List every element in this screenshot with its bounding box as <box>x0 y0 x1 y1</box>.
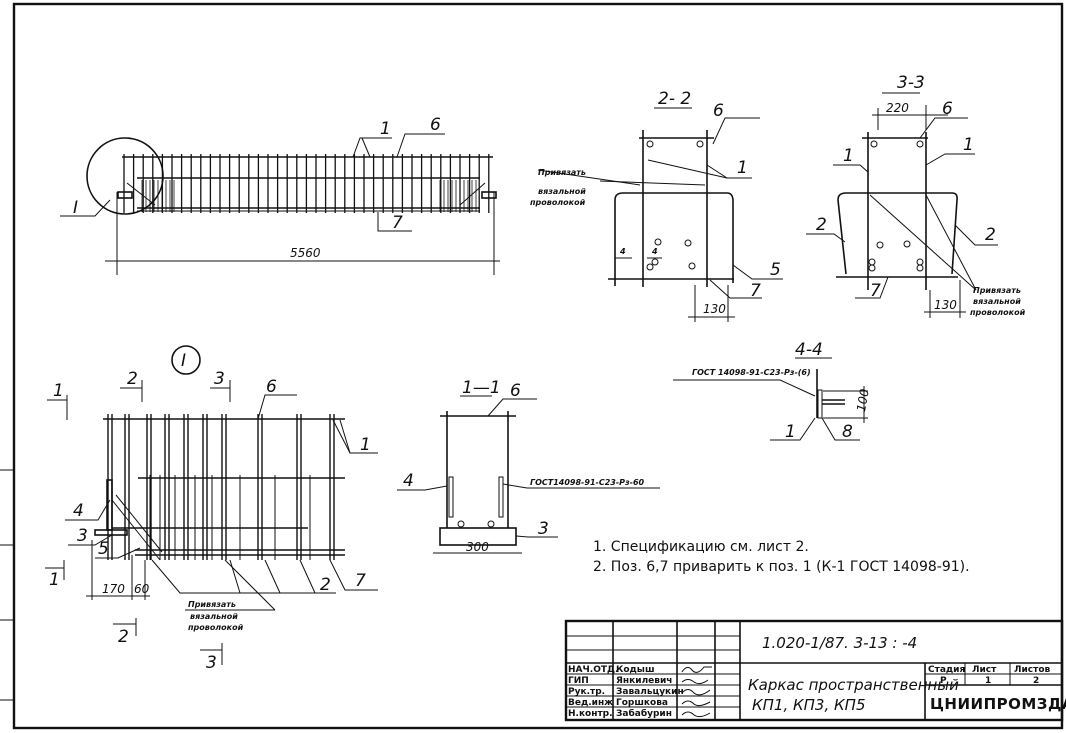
tie-note-line3: проволокой <box>530 198 586 207</box>
person-name: Завальцукин <box>616 687 684 697</box>
label-bar-7: 7 <box>750 281 761 301</box>
label-bar-6: 6 <box>266 377 277 397</box>
section-1-1: 1—1 6 4 ГОСТ14098-91-С23-Рз-60 3 300 <box>397 378 660 554</box>
section-4-4: 4-4 ГОСТ 14098-91-С23-Рз-(6) 100 1 8 <box>673 340 872 442</box>
tie-note-line3: проволокой <box>970 308 1026 317</box>
tie-note-line1: Привязать <box>973 286 1021 295</box>
label-bar-7: 7 <box>355 571 366 591</box>
label-bar-6: 6 <box>713 101 724 121</box>
tie-note-line3: проволокой <box>188 623 244 632</box>
product-title: Каркас пространственный <box>748 676 959 694</box>
person-name: Забабурин <box>616 708 672 719</box>
tie-note-line2: вязальной <box>538 187 586 196</box>
person-name: Горшкова <box>616 698 668 708</box>
dimension-170: 170 <box>102 582 125 596</box>
left-margin-boxes <box>0 469 14 701</box>
sheets-value: 2 <box>1033 676 1039 686</box>
label-bar-1: 1 <box>737 158 748 178</box>
role-label: Рук.тр. <box>568 687 605 697</box>
label-bar-5: 5 <box>770 260 781 280</box>
label-bar-1: 1 <box>360 435 371 455</box>
note-2: 2. Поз. 6,7 приварить к поз. 1 (К-1 ГОСТ… <box>593 559 970 575</box>
cut-1-bottom: 1 <box>49 570 60 590</box>
label-bar-2-left: 2 <box>816 215 827 235</box>
organization-name: ЦНИИПРОМЗДАНИЙ <box>930 694 1066 713</box>
signatures <box>681 666 712 718</box>
sheet-frame <box>12 2 1064 730</box>
cut-3-top: 3 <box>214 369 225 389</box>
elevation-view: 5560 1 6 7 I <box>60 115 500 275</box>
stage-value: Р <box>940 676 947 686</box>
tie-note-line1: Привязать <box>188 600 236 609</box>
product-codes: КП1, КП3, КП5 <box>752 696 866 714</box>
label-bar-6: 6 <box>510 381 521 401</box>
cut-4-right: 4 <box>651 247 658 256</box>
detail-title: I <box>181 351 186 371</box>
dimension-130: 130 <box>703 302 726 316</box>
section-title: 2- 2 <box>658 89 691 109</box>
dimension-300: 300 <box>466 540 489 554</box>
section-2-2: 2- 2 6 1 5 7 4 4 130 Привязать вязальной… <box>530 89 783 322</box>
note-1: 1. Спецификацию см. лист 2. <box>593 539 809 555</box>
label-bar-1-left: 1 <box>843 146 854 166</box>
cut-2-bottom: 2 <box>118 627 129 647</box>
person-name: Янкилевич <box>616 676 672 686</box>
role-label: ГИП <box>568 676 589 686</box>
detail-I: I 1 1 2 2 3 3 6 1 4 3 5 2 <box>45 345 378 673</box>
role-label: Н.контр. <box>568 709 613 719</box>
sheet-header: Лист <box>972 665 997 675</box>
detail-callout-circle <box>86 137 164 215</box>
label-bar-7: 7 <box>392 213 403 233</box>
dimension-60: 60 <box>134 582 150 596</box>
drawing-designation: 1.020-1/87. 3-13 : -4 <box>762 634 917 652</box>
tie-note-line1: Привязать <box>538 168 586 177</box>
sheets-header: Листов <box>1014 665 1051 675</box>
person-name: Кодыш <box>616 665 655 675</box>
label-bar-4: 4 <box>73 501 84 521</box>
cut-1-top: 1 <box>53 381 64 401</box>
section-title: 4-4 <box>795 340 823 360</box>
label-bar-5: 5 <box>98 539 109 559</box>
section-3-3: 3-3 220 6 1 1 2 2 7 130 Привязать вязаль… <box>806 73 1026 318</box>
tie-note-line2: вязальной <box>973 297 1021 306</box>
elevation-dimension: 5560 <box>290 246 321 260</box>
dimension-100: 100 <box>854 387 872 412</box>
label-bar-1: 1 <box>380 119 391 139</box>
detail-title-circle <box>171 345 201 375</box>
role-label: НАЧ.ОТД. <box>568 665 618 675</box>
stage-header: Стадия <box>928 665 965 675</box>
sheet-value: 1 <box>985 676 991 686</box>
label-bar-8: 8 <box>842 422 853 442</box>
label-bar-3: 3 <box>77 526 88 546</box>
cut-2-top: 2 <box>127 369 138 389</box>
label-detail-I: I <box>73 198 78 218</box>
section-title: 3-3 <box>897 73 925 93</box>
section-title: 1—1 <box>462 378 501 398</box>
weld-note: ГОСТ 14098-91-С23-Рз-(6) <box>692 368 811 377</box>
label-bar-2: 2 <box>320 575 331 595</box>
title-block: 1.020-1/87. 3-13 : -4 НАЧ.ОТД. Кодыш ГИП… <box>564 619 1066 722</box>
general-notes: 1. Спецификацию см. лист 2. 2. Поз. 6,7 … <box>593 539 970 575</box>
role-label: Вед.инж <box>568 698 613 708</box>
label-bar-7: 7 <box>870 281 881 301</box>
label-bar-2-right: 2 <box>985 225 996 245</box>
label-bar-1-right: 1 <box>963 135 974 155</box>
label-bar-6: 6 <box>430 115 441 135</box>
label-bar-1: 1 <box>785 422 796 442</box>
cut-3-bottom: 3 <box>206 653 217 673</box>
dimension-130: 130 <box>934 298 957 312</box>
cut-4-left: 4 <box>619 247 626 256</box>
label-bar-4: 4 <box>403 471 414 491</box>
weld-note: ГОСТ14098-91-С23-Рз-60 <box>530 478 645 487</box>
label-bar-6: 6 <box>942 99 953 119</box>
label-bar-3: 3 <box>538 519 549 539</box>
tie-note-line2: вязальной <box>190 612 238 621</box>
dimension-220: 220 <box>886 101 909 115</box>
